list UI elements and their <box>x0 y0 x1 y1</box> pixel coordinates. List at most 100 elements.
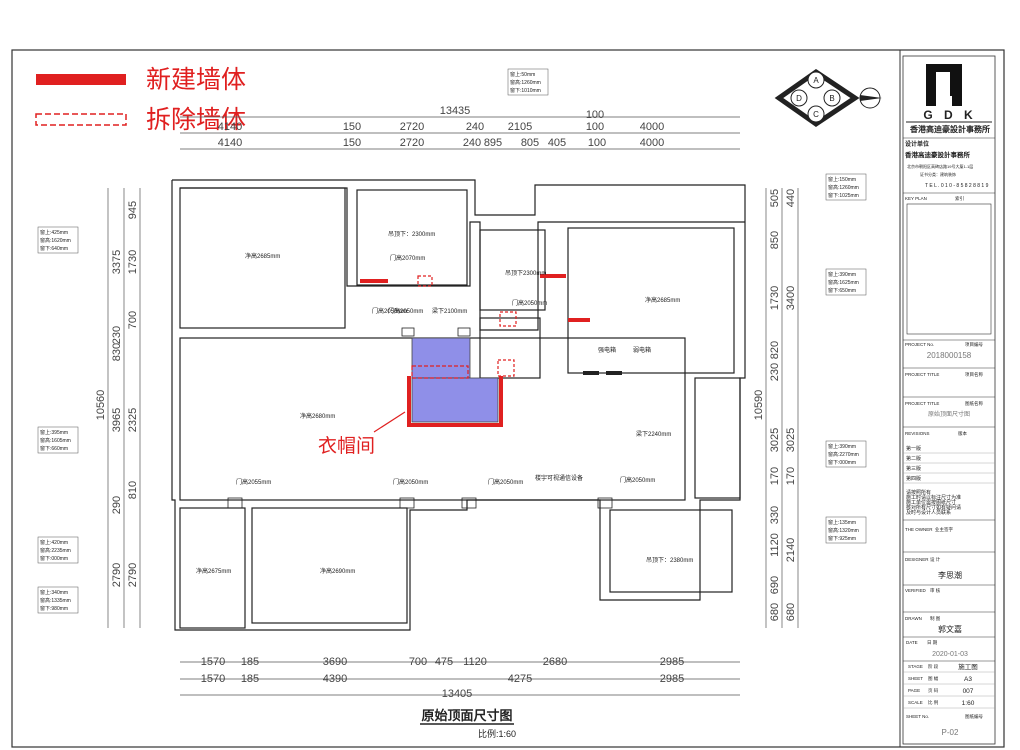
wardrobe-upper <box>411 337 471 379</box>
sheet-no: P-02 <box>942 728 959 737</box>
dim-right-value: 2140 <box>785 538 797 562</box>
removed-wall-1 <box>417 275 433 287</box>
window-tag-line: 窗上:425mm <box>40 229 68 236</box>
removed-wall-label: 拆除墙体 <box>146 105 246 134</box>
note-line: 施工时请以标注尺寸为准 <box>906 494 961 501</box>
design-unit-label: 设计单位 <box>905 140 929 148</box>
design-unit: 香港高迪豪設計事務所 <box>905 150 971 159</box>
revisions-label: REVISIONS <box>905 431 930 436</box>
window-tag-box <box>825 516 867 544</box>
window-tag-line: 窗下:660mm <box>40 445 68 452</box>
dim-bottom-row1-value: 475 <box>435 656 453 668</box>
window-tag-line: 窗上:150mm <box>828 176 856 183</box>
dim-right-value: 3400 <box>785 286 797 310</box>
project-title2-cn: 图纸名称 <box>965 400 983 407</box>
key-plan-cn: 索引 <box>955 195 964 202</box>
bottom-dimension-lines <box>180 661 740 696</box>
room-label-r14: 门高2055mm <box>236 478 271 486</box>
tb-row-value: 007 <box>963 688 974 695</box>
room-label-r2: 吊顶下：2300mm <box>388 231 435 238</box>
cert: 证书分类：建筑装饰 <box>920 171 956 177</box>
room-label-r11: 弱电箱 <box>633 346 651 354</box>
room-label-r1: 净高2685mm <box>245 252 280 260</box>
new-wall-swatch <box>36 74 126 85</box>
right-dimension-lines <box>765 188 799 628</box>
room-label-r8: 门高2050mm <box>372 307 407 315</box>
drawing-scale: 比例:1:60 <box>478 728 516 739</box>
date: 2020-01-03 <box>932 651 968 658</box>
dim-top-row1-value: 100 <box>586 121 604 133</box>
compass-b: B <box>829 94 834 103</box>
key-plan-label: KEY PLAN <box>905 196 927 201</box>
window-tag-box <box>507 68 549 96</box>
dim-left-value: 290 <box>111 496 123 514</box>
dim-right-value: 3025 <box>785 428 797 452</box>
dim-right-value: 505 <box>769 189 781 207</box>
dim-left-value: 3965 <box>111 408 123 432</box>
compass-a: A <box>813 76 819 85</box>
tb-row-label: SHEET <box>908 676 923 681</box>
drawing-title: 原始顶面尺寸图 <box>421 708 512 723</box>
dim-left-value: 3375 <box>111 250 123 274</box>
dim-top-row2-value: 4140 <box>218 137 242 149</box>
compass-d: D <box>796 94 802 103</box>
top-dimensions <box>180 116 740 150</box>
room-label-r15: 门高2050mm <box>393 478 428 486</box>
project-no-cn: 项目编号 <box>965 341 983 348</box>
dim-right-value: 1730 <box>769 286 781 310</box>
dim-right-value: 440 <box>785 189 797 207</box>
annotation-leader <box>373 411 406 433</box>
drawn: 郭文嘉 <box>938 624 962 634</box>
tb-row-label: PAGE <box>908 688 920 693</box>
room-label-r6: 净高2685mm <box>645 296 680 304</box>
wardrobe-removed-wall <box>411 365 469 379</box>
tb-row-value: 1:60 <box>962 700 975 707</box>
dim-left-value: 10560 <box>95 390 107 421</box>
drawn-cn: 制 图 <box>930 615 941 622</box>
dim-top-row2-value: 805 <box>521 137 539 149</box>
dim-left-value: 1730 <box>127 250 139 274</box>
dim-bottom-row2-value: 4390 <box>323 673 347 685</box>
dim-bottom-total: 13405 <box>442 688 473 700</box>
window-tag-line: 窗高:1335mm <box>40 597 71 604</box>
dim-top-row1-value: 4140 <box>218 121 242 133</box>
title-block: G D K 香港高迪豪設計事務所 设计单位 香港高迪豪設計事務所 北京市朝阳区高… <box>902 55 996 745</box>
note-line: 核对所有尺寸如有疑问请 <box>906 504 961 511</box>
window-tag-line: 窗下:1010mm <box>510 87 541 94</box>
dim-bottom-row1-value: 700 <box>409 656 427 668</box>
tb-row-cn: 阶 段 <box>928 663 939 670</box>
dim-left-value: 700 <box>127 311 139 329</box>
tb-row-value: 施工图 <box>958 662 978 671</box>
rev-row: 第四版 <box>906 475 921 482</box>
note-line: 请按照所有 <box>906 489 931 496</box>
room-label-r12: 净高2680mm <box>300 412 335 420</box>
dim-bottom-row1-value: 1120 <box>463 656 487 668</box>
room-label-r4: 吊顶下2300mm <box>505 270 546 277</box>
walls <box>171 179 746 631</box>
window-tag-line: 窗高:1320mm <box>828 527 859 534</box>
tb-row-value: A3 <box>964 676 972 683</box>
project-title2-label: PROJECT TITLE <box>905 401 939 406</box>
door-marks <box>227 327 613 509</box>
revisions-cn: 版本 <box>958 430 967 437</box>
window-tag-line: 窗高:1260mm <box>828 184 859 191</box>
dim-bottom-row1-value: 2985 <box>660 656 684 668</box>
wardrobe-lower <box>411 377 499 423</box>
dim-bottom-row2-value: 185 <box>241 673 259 685</box>
date-label: DATE <box>906 640 918 645</box>
compass-symbol: A B C D <box>774 68 882 128</box>
dim-top-row2-value: 4000 <box>640 137 664 149</box>
dim-right-value: 170 <box>785 467 797 485</box>
window-tag-line: 窗上:390mm <box>828 443 856 450</box>
left-dimension-lines <box>107 188 141 628</box>
sheet-border <box>11 49 1005 748</box>
tb-row-label: STAGE <box>908 664 923 669</box>
legend: 新建墙体 拆除墙体 <box>35 65 246 134</box>
rev-row: 第一版 <box>906 445 921 452</box>
dim-right-value: 680 <box>785 603 797 621</box>
sheet-no-cn: 图纸编号 <box>965 713 983 720</box>
note-line: 及时与设计人员联系 <box>906 509 951 516</box>
